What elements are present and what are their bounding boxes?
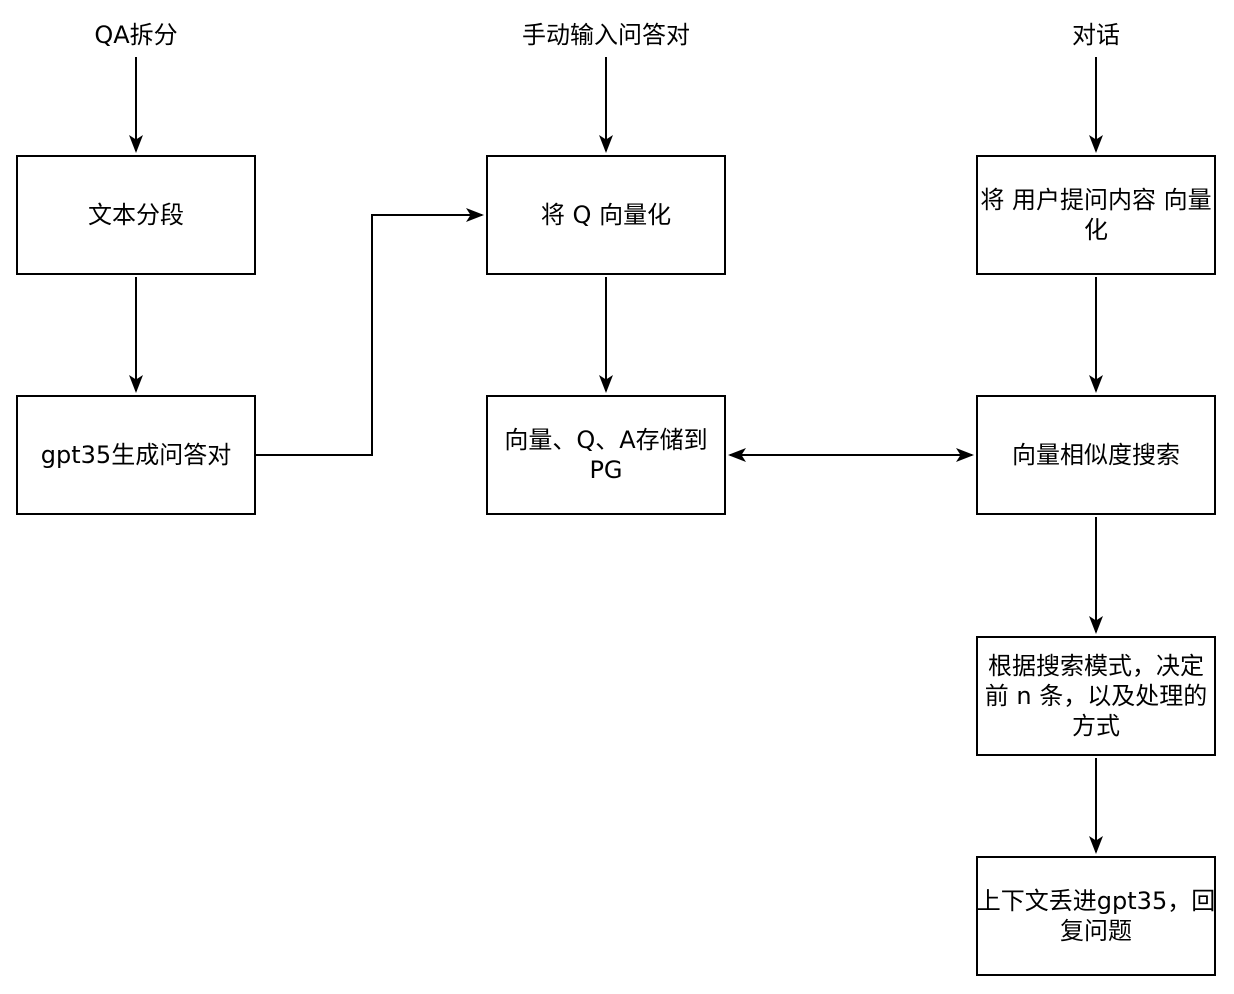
edge-gpt35-generate-qa-to-vectorize-q (256, 208, 484, 456)
entry-label-manual-input: 手动输入问答对 (522, 21, 690, 49)
node-gpt35-generate-qa: gpt35生成问答对 (16, 395, 256, 515)
node-text-line: 向量、Q、A存储到 (504, 426, 708, 454)
node-text-segmentation: 文本分段 (16, 155, 256, 275)
entry-label-qa-split: QA拆分 (94, 21, 178, 49)
node-text-line: gpt35生成问答对 (40, 441, 232, 469)
node-text-line: 方式 (1072, 712, 1120, 740)
node-text-line: PG (589, 456, 623, 484)
node-vectorize-q: 将 Q 向量化 (486, 155, 726, 275)
node-store-to-pg: 向量、Q、A存储到 PG (486, 395, 726, 515)
node-text-line: 复问题 (1060, 917, 1132, 945)
node-text-line: 化 (1084, 216, 1108, 244)
node-text-line: 上下文丢进gpt35，回 (976, 887, 1216, 915)
node-vector-similarity: 向量相似度搜索 (976, 395, 1216, 515)
node-text-line: 将 用户提问内容 向量 (980, 186, 1212, 214)
node-text-line: 根据搜索模式，决定 (988, 652, 1204, 680)
node-vectorize-user-question: 将 用户提问内容 向量 化 (976, 155, 1216, 275)
node-search-mode: 根据搜索模式，决定 前 n 条，以及处理的 方式 (976, 636, 1216, 756)
node-text-line: 前 n 条，以及处理的 (984, 682, 1208, 710)
node-text-line: 将 Q 向量化 (540, 201, 672, 229)
node-text-line: 向量相似度搜索 (1012, 441, 1180, 469)
node-text-line: 文本分段 (88, 201, 184, 229)
entry-label-chat: 对话 (1072, 21, 1120, 49)
node-gpt35-answer: 上下文丢进gpt35，回 复问题 (976, 856, 1216, 976)
